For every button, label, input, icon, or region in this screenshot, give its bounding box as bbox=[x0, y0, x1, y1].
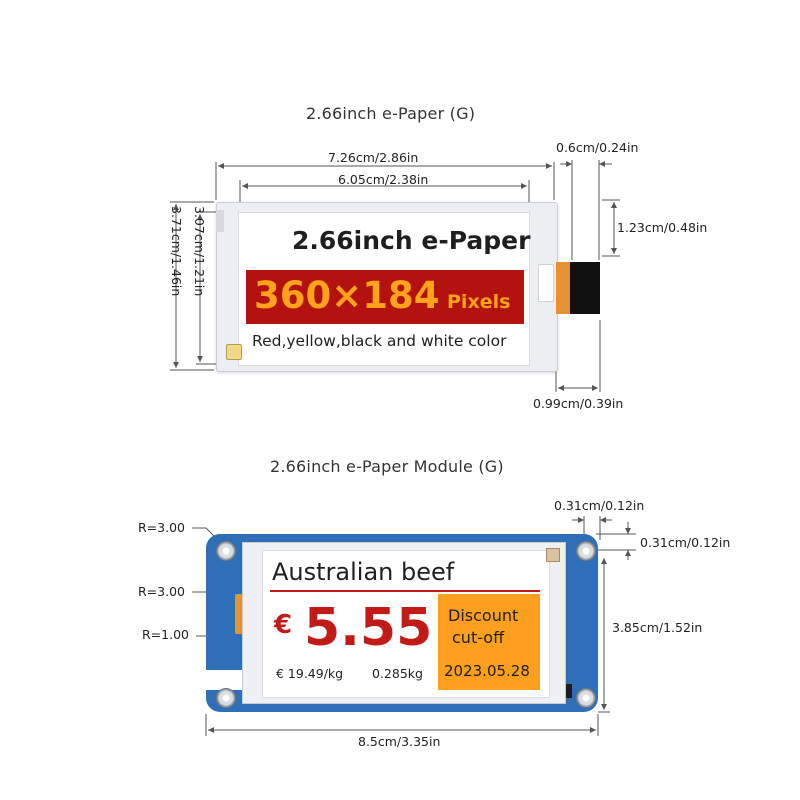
module-title: 2.66inch e-Paper Module (G) bbox=[270, 457, 504, 476]
pcb-notch bbox=[206, 670, 244, 690]
module-corner-pad bbox=[546, 548, 560, 562]
panel-screen-heading: 2.66inch e-Paper bbox=[292, 226, 531, 255]
dim-hole-offset-x: 0.31cm/0.12in bbox=[554, 498, 645, 513]
dim-active-width: 6.05cm/2.38in bbox=[338, 172, 429, 187]
dim-fpc-length: 0.99cm/0.39in bbox=[533, 396, 624, 411]
dim-outer-width: 7.26cm/2.86in bbox=[328, 150, 419, 165]
panel-color-text: Red,yellow,black and white color bbox=[252, 332, 507, 350]
module-price: 5.55 bbox=[304, 598, 433, 658]
panel-corner-pad bbox=[226, 344, 242, 360]
panel-red-band bbox=[246, 270, 524, 324]
fpc-cable bbox=[556, 262, 570, 314]
dim-active-height: 3.07cm/1.21in bbox=[192, 206, 207, 297]
dim-hole-offset-y: 0.31cm/0.12in bbox=[640, 535, 731, 550]
module-promo-date: 2023.05.28 bbox=[444, 662, 530, 680]
module-unit-price: € 19.49/kg bbox=[276, 666, 344, 681]
panel-side-clip bbox=[538, 264, 554, 302]
dim-outer-height: 3.71cm/1.46in bbox=[169, 206, 184, 297]
dim-radius-2: R=3.00 bbox=[138, 584, 185, 599]
screw-hole-top-left-icon bbox=[216, 541, 236, 561]
screw-hole-bottom-left-icon bbox=[216, 688, 236, 708]
module-ffc-cable bbox=[235, 594, 243, 634]
dim-module-width: 8.5cm/3.35in bbox=[358, 734, 441, 749]
dim-fpc-width: 0.6cm/0.24in bbox=[556, 140, 639, 155]
screw-hole-bottom-right-icon bbox=[576, 688, 596, 708]
module-promo-line2: cut-off bbox=[452, 628, 505, 647]
panel-resolution: 360×184 bbox=[254, 274, 440, 317]
panel-pixels-word: Pixels bbox=[447, 291, 511, 313]
module-discount-box bbox=[438, 594, 540, 690]
module-side-pin bbox=[566, 684, 572, 698]
dim-radius-3: R=1.00 bbox=[142, 627, 189, 642]
module-promo-line1: Discount bbox=[448, 606, 519, 625]
dim-radius-1: R=3.00 bbox=[138, 520, 185, 535]
screw-hole-top-right-icon bbox=[576, 541, 596, 561]
fpc-connector bbox=[570, 262, 600, 314]
panel-title: 2.66inch e-Paper (G) bbox=[306, 104, 476, 123]
dim-module-height: 3.85cm/1.52in bbox=[612, 620, 703, 635]
module-product-name: Australian beef bbox=[272, 558, 455, 586]
module-weight: 0.285kg bbox=[372, 666, 423, 681]
dim-fpc-height: 1.23cm/0.48in bbox=[617, 220, 708, 235]
module-currency: € bbox=[274, 610, 293, 640]
module-red-rule bbox=[270, 590, 540, 592]
panel-edge-tab bbox=[216, 210, 224, 232]
